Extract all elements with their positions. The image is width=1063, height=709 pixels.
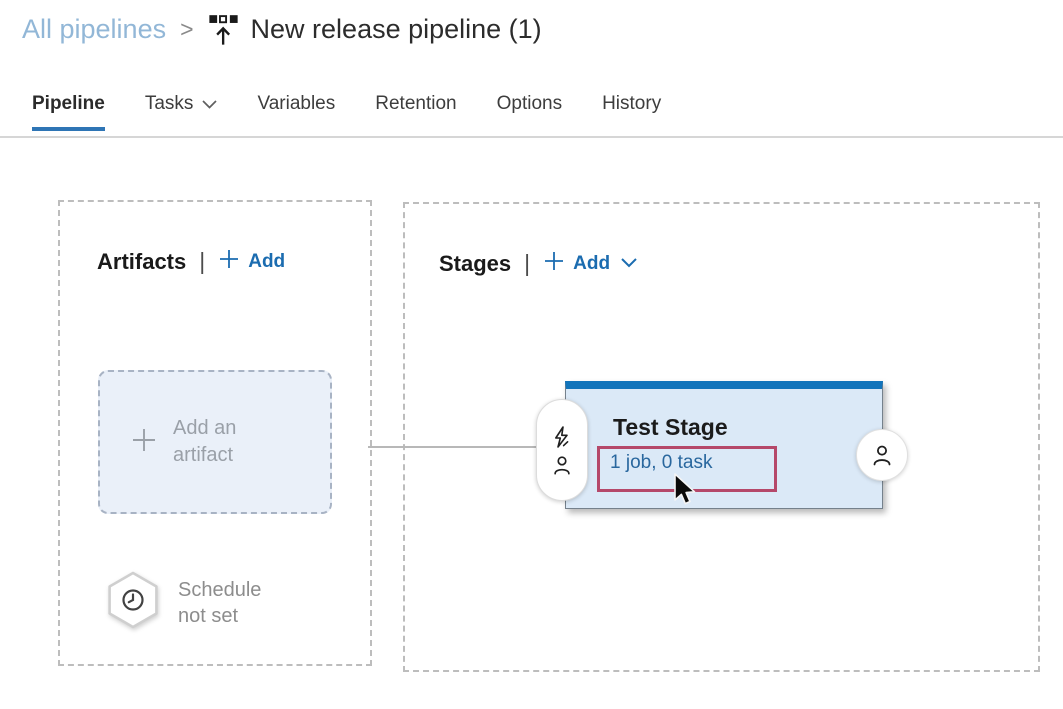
stages-header-divider: | <box>524 250 531 276</box>
chevron-down-icon <box>618 255 637 273</box>
stage-job-task-link[interactable]: 1 job, 0 task <box>610 452 713 473</box>
tab-pipeline[interactable]: Pipeline <box>32 93 105 131</box>
plus-icon <box>543 250 565 277</box>
add-stage-button[interactable]: Add <box>543 250 637 277</box>
tab-history-label: History <box>602 93 662 114</box>
release-pipeline-icon <box>208 12 239 47</box>
chevron-down-icon <box>202 93 218 115</box>
artifacts-panel: Artifacts | Add Add an artifact <box>58 200 372 666</box>
artifact-stage-connector <box>368 446 540 448</box>
post-deployment-conditions-button[interactable] <box>856 429 908 481</box>
stages-title: Stages <box>439 250 512 276</box>
breadcrumb-all-pipelines-link[interactable]: All pipelines <box>22 14 167 44</box>
plus-icon <box>130 426 158 459</box>
tab-variables-label: Variables <box>257 93 336 114</box>
tab-bar: Pipeline Tasks Variables Retention Optio… <box>32 93 661 131</box>
tab-options[interactable]: Options <box>497 93 562 131</box>
stage-name[interactable]: Test Stage <box>613 414 728 440</box>
add-artifact-label: Add <box>248 250 286 272</box>
page-title: New release pipeline (1) <box>250 14 542 44</box>
tab-options-label: Options <box>496 93 563 114</box>
tab-variables[interactable]: Variables <box>257 93 335 131</box>
add-artifact-button[interactable]: Add <box>218 248 285 275</box>
tab-tasks[interactable]: Tasks <box>145 93 218 131</box>
pre-deployment-conditions-button[interactable] <box>536 399 588 501</box>
artifacts-header-divider: | <box>199 248 206 274</box>
add-stage-label: Add <box>573 252 611 274</box>
tab-retention-label: Retention <box>375 93 457 114</box>
add-an-artifact-label: Add an artifact <box>173 417 237 466</box>
breadcrumb-separator: > <box>180 16 194 42</box>
tabbar-divider <box>0 136 1063 138</box>
schedule-trigger[interactable]: Schedule not set <box>104 570 290 635</box>
plus-icon <box>218 248 240 275</box>
breadcrumb: All pipelines > New release pipeline (1) <box>22 12 542 47</box>
person-icon <box>870 443 894 467</box>
tab-retention[interactable]: Retention <box>375 93 456 131</box>
stages-panel-header: Stages | Add <box>439 250 637 277</box>
tab-tasks-label: Tasks <box>144 93 194 114</box>
add-an-artifact-dropzone[interactable]: Add an artifact <box>98 370 332 514</box>
trigger-lightning-icon <box>550 425 574 449</box>
schedule-clock-icon <box>104 570 162 635</box>
tab-pipeline-label: Pipeline <box>32 93 105 114</box>
person-icon <box>551 454 573 476</box>
schedule-not-set-label: Schedule not set <box>178 578 262 627</box>
artifacts-title: Artifacts <box>97 248 187 274</box>
tab-history[interactable]: History <box>602 93 661 131</box>
stage-card[interactable] <box>565 381 883 509</box>
artifacts-panel-header: Artifacts | Add <box>97 248 285 275</box>
